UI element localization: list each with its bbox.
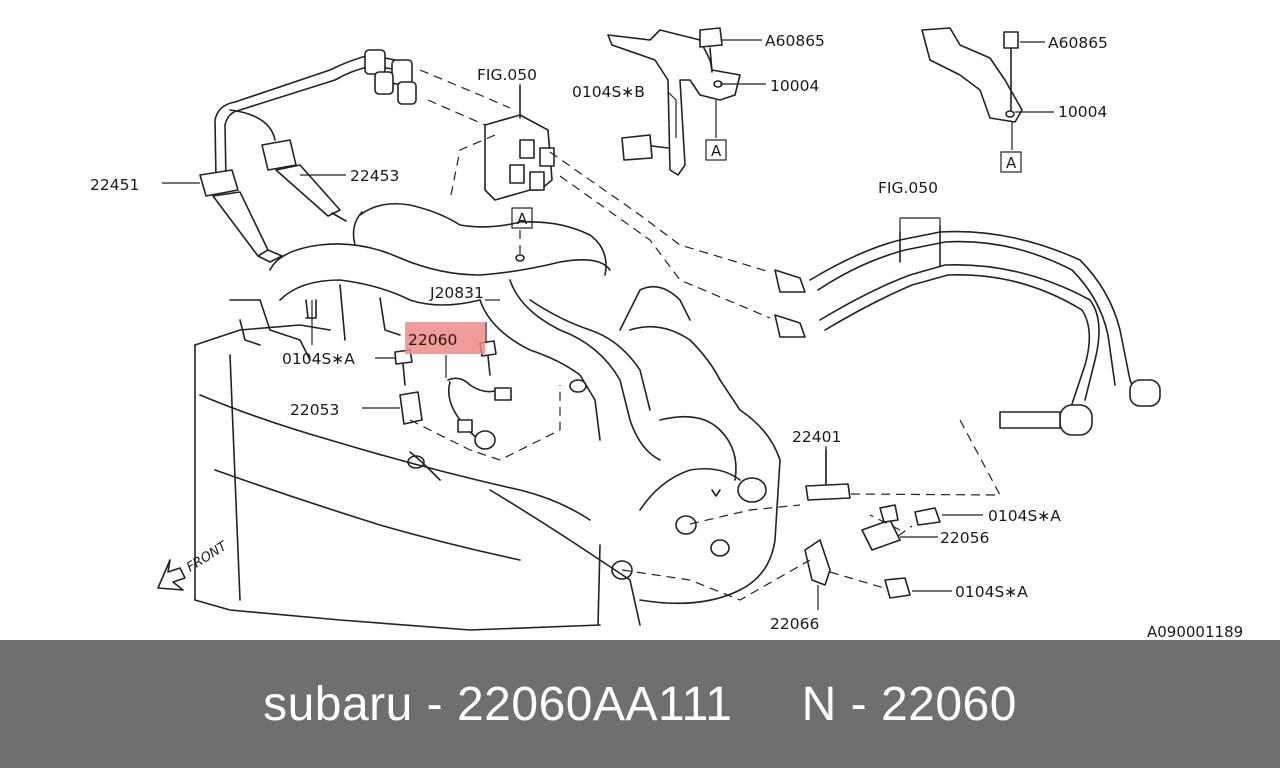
engine-block-drawing xyxy=(194,324,781,631)
label-10004-left: 10004 xyxy=(770,77,819,95)
part-22060-highlight xyxy=(405,322,485,354)
dashed-assembly-lines xyxy=(409,69,1002,601)
label-22453: 22453 xyxy=(350,167,399,185)
label-j20831: J20831 xyxy=(429,284,484,302)
sensor-parts-drawing xyxy=(394,340,941,599)
label-fig050-right: FIG.050 xyxy=(878,179,938,197)
label-a60865-right: A60865 xyxy=(1048,34,1108,52)
label-0104s-a-right-2: 0104S∗A xyxy=(955,583,1028,601)
label-a60865-left: A60865 xyxy=(765,32,825,50)
bracket-drawing xyxy=(607,27,1023,176)
label-0104s-a-left: 0104S∗A xyxy=(282,350,355,368)
label-0104s-b: 0104S∗B xyxy=(572,83,645,101)
label-22053: 22053 xyxy=(290,401,339,419)
ignition-coil-drawing xyxy=(199,49,555,263)
label-fig050-top: FIG.050 xyxy=(477,66,537,84)
leader-lines xyxy=(162,39,1054,610)
label-front: FRONT xyxy=(184,539,231,576)
label-ref-a-coil: A xyxy=(517,210,528,228)
label-22056: 22056 xyxy=(940,529,989,547)
intake-manifold-drawing xyxy=(229,202,721,481)
label-22060: 22060 xyxy=(408,331,457,349)
front-arrow-icon xyxy=(157,559,186,591)
label-22401: 22401 xyxy=(792,428,841,446)
ref-box-bracket-right xyxy=(1000,151,1022,173)
label-ref-a-bracket-left: A xyxy=(711,142,722,160)
label-0104s-a-right-1: 0104S∗A xyxy=(988,507,1061,525)
label-ref-a-bracket-right: A xyxy=(1006,154,1017,172)
label-22066: 22066 xyxy=(770,615,819,633)
label-22451: 22451 xyxy=(90,176,139,194)
footer-bar: subaru - 22060AA111 N - 22060 xyxy=(0,640,1280,768)
label-drawing-id: A090001189 xyxy=(1147,623,1243,640)
plug-wires-drawing xyxy=(774,217,1161,436)
ref-box-bracket-left xyxy=(705,139,727,161)
ref-box-coil xyxy=(511,207,533,229)
part-number-caption: subaru - 22060AA111 N - 22060 xyxy=(263,677,1017,731)
label-10004-right: 10004 xyxy=(1058,103,1107,121)
parts-diagram: FIG.050 A60865 A60865 10004 10004 0104S∗… xyxy=(90,27,1243,640)
